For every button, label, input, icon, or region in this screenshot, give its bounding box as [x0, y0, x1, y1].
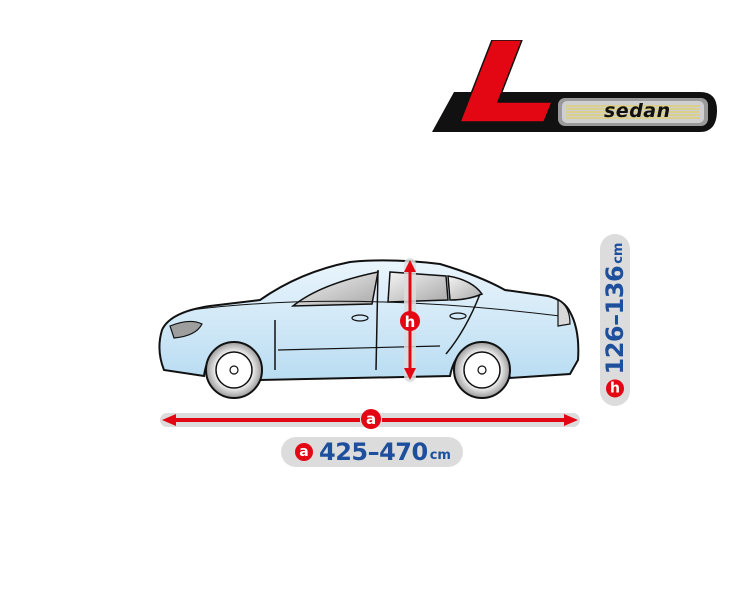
height-value-pill: h 126–136 cm	[600, 234, 630, 406]
size-logo: sedan	[432, 40, 722, 140]
length-arrowheads-icon	[162, 414, 578, 426]
length-marker-icon: a	[295, 443, 313, 461]
length-unit: cm	[429, 447, 451, 463]
height-unit: cm	[610, 242, 626, 264]
car-illustration: h	[150, 250, 590, 410]
height-value: 126–136	[601, 265, 629, 375]
length-value: 425–470	[319, 438, 428, 466]
length-marker-badge: a	[361, 409, 381, 429]
height-marker-icon: h	[606, 379, 624, 398]
type-label: sedan	[604, 100, 671, 122]
svg-text:h: h	[405, 313, 416, 331]
length-value-pill: a 425–470 cm	[281, 437, 463, 467]
size-l-emblem-icon	[432, 40, 717, 132]
sedan-side-view-icon: h	[158, 258, 580, 399]
